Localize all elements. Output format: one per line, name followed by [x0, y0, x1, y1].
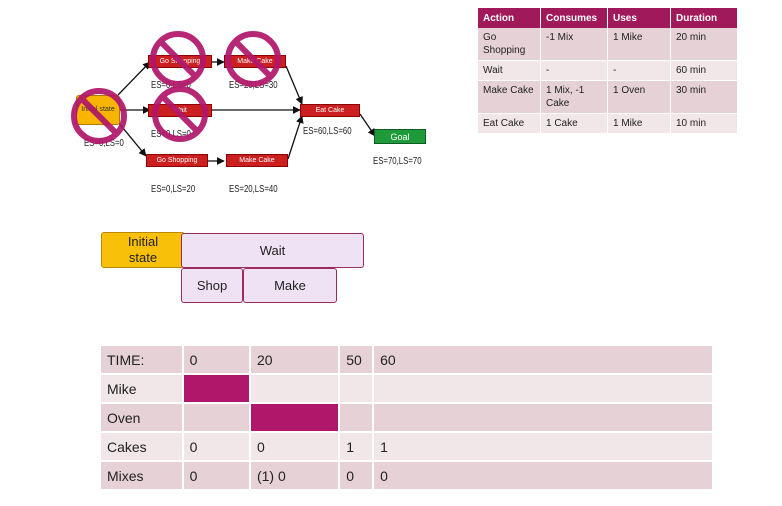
- timeline-shop: Shop: [181, 268, 243, 303]
- cell: 0: [249, 432, 341, 462]
- cell: [339, 374, 375, 404]
- node-bottom-make-cake: Make Cake: [226, 154, 288, 167]
- mike-busy-cell: [182, 374, 251, 404]
- row-label: Mixes: [101, 461, 184, 491]
- cell: Wait: [478, 60, 541, 81]
- cell: 1 Mike: [607, 113, 671, 134]
- table-row: Cakes 0 0 1 1: [101, 432, 714, 462]
- cell: 1 Mike: [607, 28, 671, 61]
- cell: [249, 374, 341, 404]
- table-row: Eat Cake 1 Cake 1 Mike 10 min: [478, 113, 738, 134]
- table-row: Mixes 0 (1) 0 0 0: [101, 461, 714, 491]
- cell: 0: [182, 461, 251, 491]
- timeline-wait: Wait: [181, 233, 364, 268]
- row-label: Oven: [101, 403, 184, 433]
- prohibited-icon: [152, 86, 208, 142]
- cell: 0: [182, 432, 251, 462]
- prohibited-icon: [150, 31, 206, 87]
- table-row: Wait - - 60 min: [478, 60, 738, 81]
- cell: [373, 374, 714, 404]
- cell: 1 Oven: [607, 80, 671, 114]
- cell: (1) 0: [249, 461, 341, 491]
- header-action: Action: [478, 8, 541, 28]
- edge-topmake-eat: [285, 65, 303, 105]
- cell: Eat Cake: [478, 113, 541, 134]
- timeline-initial-line1: Initial: [127, 234, 159, 249]
- cell: 10 min: [670, 113, 738, 134]
- timeline-initial-line2: state: [128, 250, 158, 265]
- table-row: TIME: 0 20 50 60: [101, 346, 714, 375]
- table-row: Mike: [101, 374, 714, 404]
- cell: [182, 403, 251, 433]
- cell: [373, 403, 714, 433]
- schedule-table: TIME: 0 20 50 60 Mike Oven Cakes 0 0 1 1…: [101, 346, 714, 491]
- header-uses: Uses: [607, 8, 671, 28]
- cell: Go Shopping: [478, 28, 541, 61]
- table-row: Make Cake 1 Mix, -1 Cake 1 Oven 30 min: [478, 80, 738, 114]
- cell: 0: [339, 461, 375, 491]
- cell: 0: [373, 461, 714, 491]
- table-row: Go Shopping -1 Mix 1 Mike 20 min: [478, 28, 738, 61]
- header-duration: Duration: [670, 8, 738, 28]
- cell: 1: [373, 432, 714, 462]
- time-cell: 60: [373, 346, 714, 375]
- edge-botmake-eat: [287, 115, 304, 160]
- node-eat-cake: Eat Cake: [300, 104, 360, 117]
- cell: -1 Mix: [540, 28, 608, 61]
- time-cell: 50: [339, 346, 375, 375]
- label-es-ls: ES=70,LS=70: [373, 156, 422, 167]
- node-bottom-go-shopping: Go Shopping: [146, 154, 208, 167]
- action-table: Action Consumes Uses Duration Go Shoppin…: [478, 8, 738, 134]
- edge-eat-goal: [359, 113, 376, 137]
- cell: 1 Mix, -1 Cake: [540, 80, 608, 114]
- oven-busy-cell: [249, 403, 341, 433]
- prohibited-icon: [225, 31, 281, 87]
- cell: -: [607, 60, 671, 81]
- row-label: Cakes: [101, 432, 184, 462]
- timeline-make: Make: [243, 268, 337, 303]
- action-table-header: Action Consumes Uses Duration: [478, 8, 738, 28]
- cell: 30 min: [670, 80, 738, 114]
- timeline-initial-state: Initial state: [101, 232, 185, 268]
- header-consumes: Consumes: [540, 8, 608, 28]
- time-cell: 0: [182, 346, 251, 375]
- cell: [339, 403, 375, 433]
- label-es-ls: ES=0,LS=20: [151, 184, 196, 195]
- cell: 1: [339, 432, 375, 462]
- table-row: Oven: [101, 403, 714, 433]
- node-goal: Goal: [374, 129, 426, 144]
- prohibition-overlay: [71, 31, 281, 144]
- prohibited-icon: [71, 88, 127, 144]
- cell: 20 min: [670, 28, 738, 61]
- edge-init-topshop: [117, 61, 151, 96]
- time-cell: 20: [249, 346, 341, 375]
- cell: 60 min: [670, 60, 738, 81]
- cell: 1 Cake: [540, 113, 608, 134]
- label-es-ls: ES=60,LS=60: [303, 126, 352, 137]
- time-label: TIME:: [101, 346, 184, 375]
- row-label: Mike: [101, 374, 184, 404]
- cell: Make Cake: [478, 80, 541, 114]
- label-es-ls: ES=20,LS=40: [229, 184, 278, 195]
- cell: -: [540, 60, 608, 81]
